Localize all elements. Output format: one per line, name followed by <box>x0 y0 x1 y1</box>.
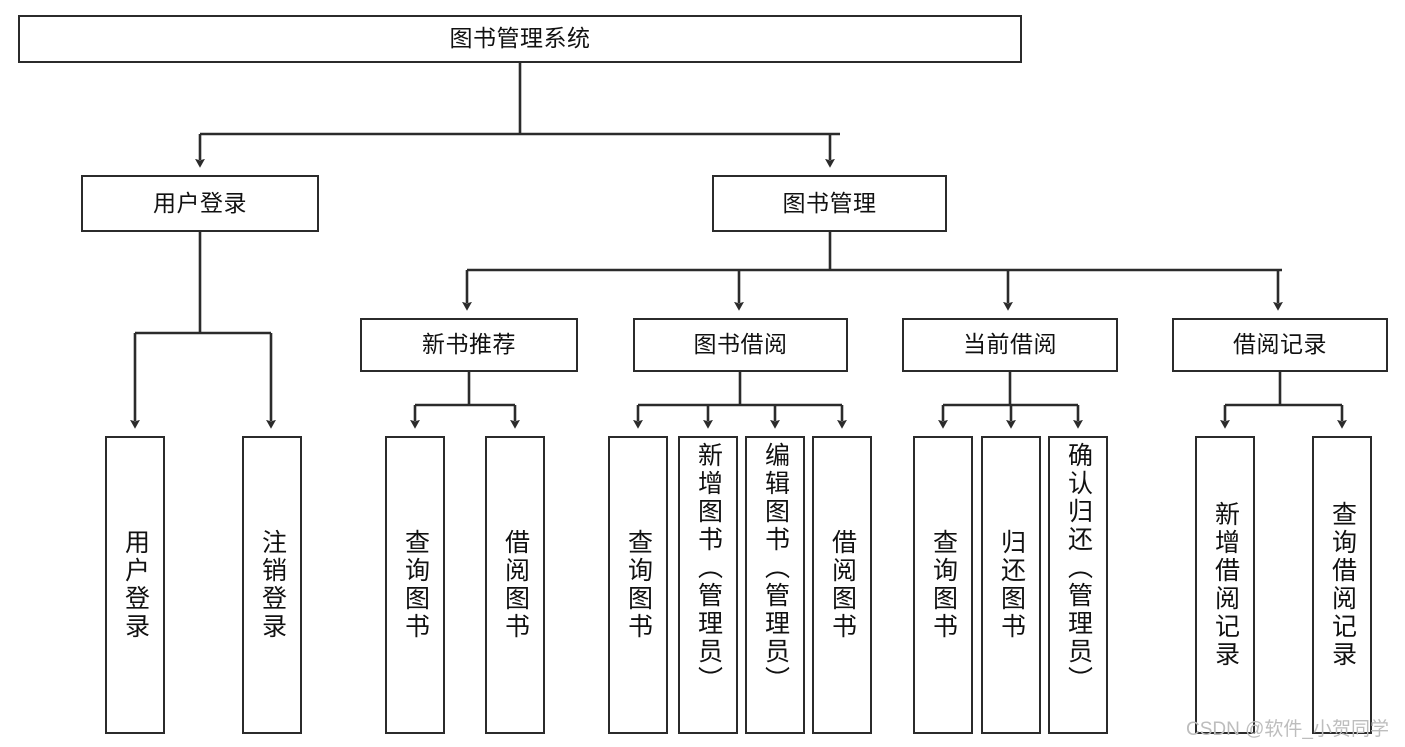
node-leaf-borrow-book-1-label: 借阅图书 <box>501 529 530 641</box>
node-new-book-rec-label: 新书推荐 <box>422 331 516 358</box>
node-current-borrow-label: 当前借阅 <box>963 331 1057 358</box>
node-leaf-query-record[interactable]: 查询借阅记录 <box>1312 436 1372 734</box>
node-leaf-return-book-label: 归还图书 <box>997 529 1026 641</box>
node-book-borrow[interactable]: 图书借阅 <box>633 318 848 372</box>
node-leaf-query-book-2[interactable]: 查询图书 <box>608 436 668 734</box>
node-user-login[interactable]: 用户登录 <box>81 175 319 232</box>
node-book-borrow-label: 图书借阅 <box>693 331 788 358</box>
node-leaf-query-record-label: 查询借阅记录 <box>1328 501 1357 669</box>
node-leaf-return-book[interactable]: 归还图书 <box>981 436 1041 734</box>
csdn-watermark: CSDN @软件_小贺同学 <box>1186 719 1389 740</box>
node-leaf-borrow-book-2[interactable]: 借阅图书 <box>812 436 872 734</box>
node-leaf-edit-book-label: 编辑图书（管理员） <box>761 442 790 694</box>
node-book-manage[interactable]: 图书管理 <box>712 175 947 232</box>
node-leaf-edit-book[interactable]: 编辑图书（管理员） <box>745 436 805 734</box>
node-leaf-add-record-label: 新增借阅记录 <box>1211 501 1240 669</box>
node-leaf-borrow-book-2-label: 借阅图书 <box>828 529 857 641</box>
node-leaf-user-logout[interactable]: 注销登录 <box>242 436 302 734</box>
node-root-label: 图书管理系统 <box>449 25 591 52</box>
node-current-borrow[interactable]: 当前借阅 <box>902 318 1118 372</box>
node-leaf-query-book-2-label: 查询图书 <box>624 529 653 641</box>
node-leaf-add-book-label: 新增图书（管理员） <box>694 442 723 694</box>
node-root[interactable]: 图书管理系统 <box>18 15 1022 63</box>
node-borrow-record[interactable]: 借阅记录 <box>1172 318 1388 372</box>
node-leaf-confirm-return[interactable]: 确认归还（管理员） <box>1048 436 1108 734</box>
node-book-manage-label: 图书管理 <box>782 189 877 216</box>
node-leaf-add-record[interactable]: 新增借阅记录 <box>1195 436 1255 734</box>
node-leaf-confirm-return-label: 确认归还（管理员） <box>1064 442 1093 694</box>
node-leaf-query-book-1[interactable]: 查询图书 <box>385 436 445 734</box>
node-new-book-rec[interactable]: 新书推荐 <box>360 318 578 372</box>
node-borrow-record-label: 借阅记录 <box>1233 331 1327 358</box>
node-leaf-query-book-3-label: 查询图书 <box>929 529 958 641</box>
node-user-login-label: 用户登录 <box>153 189 247 216</box>
node-leaf-query-book-1-label: 查询图书 <box>401 529 430 641</box>
node-leaf-borrow-book-1[interactable]: 借阅图书 <box>485 436 545 734</box>
node-leaf-add-book[interactable]: 新增图书（管理员） <box>678 436 738 734</box>
node-leaf-user-logout-label: 注销登录 <box>258 529 287 641</box>
node-leaf-query-book-3[interactable]: 查询图书 <box>913 436 973 734</box>
node-leaf-user-login[interactable]: 用户登录 <box>105 436 165 734</box>
node-leaf-user-login-label: 用户登录 <box>121 529 150 641</box>
